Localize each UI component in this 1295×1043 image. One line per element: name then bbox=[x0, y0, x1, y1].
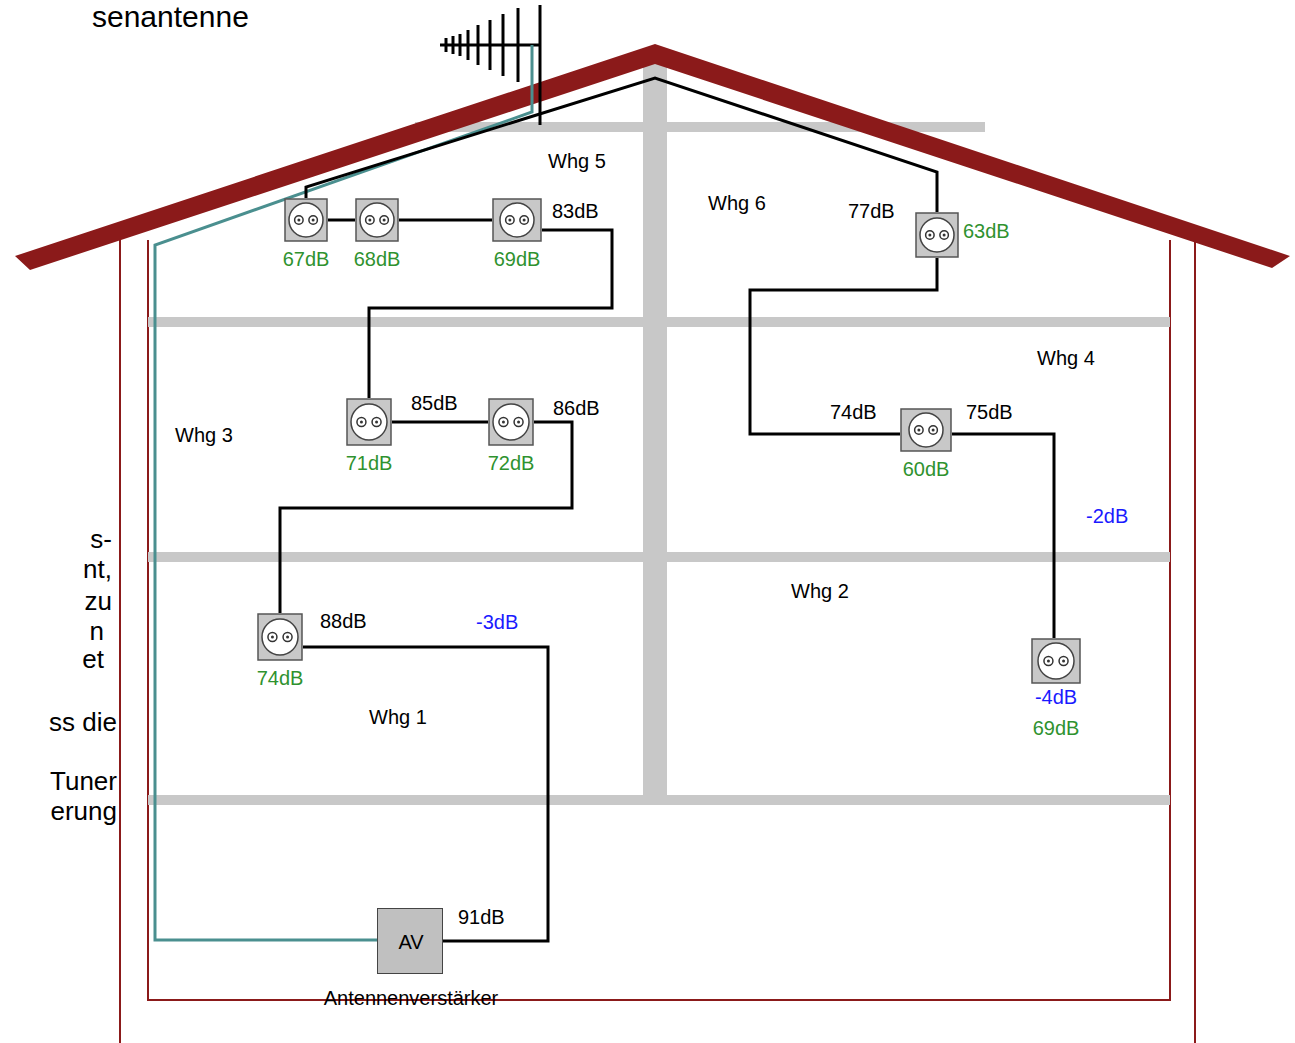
level-value: 77dB bbox=[848, 200, 895, 223]
level-value: 74dB bbox=[830, 401, 877, 424]
level-value: 83dB bbox=[552, 200, 599, 223]
level-value: 72dB bbox=[488, 452, 535, 475]
text-fragment: s- bbox=[90, 525, 112, 555]
text-fragment: n bbox=[90, 617, 104, 647]
socket-symbol bbox=[488, 398, 534, 446]
level-value: 75dB bbox=[966, 401, 1013, 424]
socket-symbol bbox=[346, 398, 392, 446]
text-fragment: zu bbox=[85, 587, 112, 617]
antenna-socket: -4dB69dB bbox=[1031, 638, 1081, 684]
level-value: 63dB bbox=[963, 220, 1010, 243]
level-value: 71dB bbox=[346, 452, 393, 475]
loss-value: -4dB bbox=[1035, 686, 1077, 709]
socket-symbol bbox=[900, 408, 952, 452]
coax-cable bbox=[306, 78, 937, 212]
text-fragment: nt, bbox=[83, 555, 112, 585]
text-fragment: senantenne bbox=[92, 0, 249, 35]
apartment-label: Whg 2 bbox=[791, 580, 849, 603]
level-value: 60dB bbox=[903, 458, 950, 481]
amplifier-name: AV bbox=[398, 931, 423, 954]
antenna-socket: 68dB bbox=[355, 198, 399, 242]
level-value: 74dB bbox=[257, 667, 304, 690]
level-value: 69dB bbox=[494, 248, 541, 271]
antenna-socket: 72dB bbox=[488, 398, 534, 446]
apartment-label: Whg 1 bbox=[369, 706, 427, 729]
antenna-socket: 69dB bbox=[492, 198, 542, 242]
amplifier-box: AVAntennenverstärker bbox=[377, 908, 443, 974]
antenna-socket: 60dB bbox=[900, 408, 952, 452]
level-value: 69dB bbox=[1033, 717, 1080, 740]
level-value: 68dB bbox=[354, 248, 401, 271]
apartment-label: Whg 3 bbox=[175, 424, 233, 447]
coax-cable bbox=[399, 219, 492, 222]
socket-symbol bbox=[1031, 638, 1081, 684]
text-fragment: ss die bbox=[49, 708, 117, 738]
level-value: -3dB bbox=[476, 611, 518, 634]
level-value: 85dB bbox=[411, 392, 458, 415]
coax-cable bbox=[392, 421, 488, 424]
socket-symbol bbox=[284, 198, 328, 242]
antenna-socket: 63dB bbox=[915, 212, 959, 258]
text-fragment: erung bbox=[51, 797, 118, 827]
socket-symbol bbox=[355, 198, 399, 242]
antenna-socket: 71dB bbox=[346, 398, 392, 446]
apartment-label: Whg 6 bbox=[708, 192, 766, 215]
coax-cable bbox=[303, 647, 548, 941]
level-value: 67dB bbox=[283, 248, 330, 271]
coax-cable bbox=[750, 258, 937, 434]
socket-symbol bbox=[492, 198, 542, 242]
socket-symbol bbox=[915, 212, 959, 258]
level-value: -2dB bbox=[1086, 505, 1128, 528]
amplifier-caption: Antennenverstärker bbox=[324, 987, 499, 1010]
coax-cable bbox=[952, 434, 1054, 638]
antenna-socket: 74dB bbox=[257, 613, 303, 661]
apartment-label: Whg 4 bbox=[1037, 347, 1095, 370]
socket-symbol bbox=[257, 613, 303, 661]
text-fragment: et bbox=[82, 645, 104, 675]
antenna-socket: 67dB bbox=[284, 198, 328, 242]
coax-cable bbox=[280, 422, 572, 613]
apartment-label: Whg 5 bbox=[548, 150, 606, 173]
level-value: 91dB bbox=[458, 906, 505, 929]
level-value: 88dB bbox=[320, 610, 367, 633]
level-value: 86dB bbox=[553, 397, 600, 420]
coax-cable bbox=[369, 230, 612, 398]
coax-cable bbox=[328, 219, 355, 222]
text-fragment: Tuner bbox=[50, 767, 117, 797]
